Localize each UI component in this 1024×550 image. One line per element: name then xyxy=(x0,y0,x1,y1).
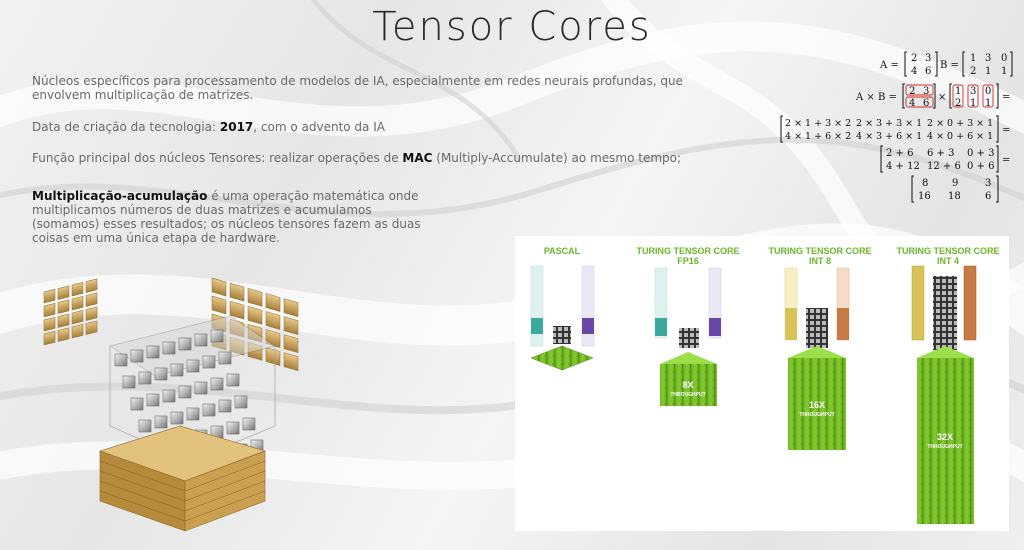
input-matrix-a-icon xyxy=(43,278,98,346)
result-cell: 8 xyxy=(922,178,928,189)
mac-definition-term: Multiplicação-acumulação xyxy=(32,189,208,203)
throughput-label: THROUGHPUT xyxy=(927,444,962,450)
result-cell: 3 xyxy=(985,178,991,189)
slide-title: Tensor Cores xyxy=(372,4,652,50)
matrix-multiplication-figure: A = 2 3 4 6 B = 1 3 0 2 1 1 A × B = 2 3 … xyxy=(780,51,1013,203)
matrix-a-label: A = xyxy=(879,60,899,71)
date-prefix: Data de criação da tecnologia: xyxy=(32,120,220,134)
product-label: A × B = xyxy=(855,92,897,103)
function-paragraph: Função principal dos núcleos Tensores: r… xyxy=(32,151,732,165)
fp16-column: 8X THROUGHPUT xyxy=(654,267,722,406)
step3-cell: 12 + 6 xyxy=(927,161,961,172)
throughput-value: 8X xyxy=(682,380,693,390)
a-cell: 2 xyxy=(909,86,915,97)
compute-cube-icon xyxy=(109,315,276,477)
equals-sign: = xyxy=(1002,92,1010,103)
step3-cell: 2 + 6 xyxy=(886,148,913,159)
column-title: TURING TENSOR CORE xyxy=(896,246,1000,256)
throughput-label: THROUGHPUT xyxy=(670,392,705,398)
result-cell: 18 xyxy=(948,191,961,202)
step2-cell: 4 × 1 + 6 × 2 xyxy=(785,131,851,142)
int4-column: 32X THROUGHPUT xyxy=(911,265,977,524)
result-cell: 16 xyxy=(918,191,931,202)
step2-cell: 2 × 3 + 3 × 1 xyxy=(856,118,922,129)
b-cell: 3 xyxy=(970,86,976,97)
step3-cell: 0 + 3 xyxy=(967,148,994,159)
mac-definition-text: é uma operação matemática onde multiplic… xyxy=(32,189,421,245)
a-cell: 3 xyxy=(923,86,929,97)
b-cell: 1 xyxy=(970,98,976,109)
throughput-value: 16X xyxy=(809,400,825,410)
date-suffix: , com o advento da IA xyxy=(253,120,385,134)
b-cell: 1 xyxy=(985,66,991,77)
column-label-pascal: PASCAL xyxy=(527,246,597,256)
step3-cell: 6 + 3 xyxy=(927,148,954,159)
times-sign: × xyxy=(938,92,946,103)
accumulator-stack-icon xyxy=(99,425,266,532)
a-cell: 4 xyxy=(909,98,915,109)
throughput-label: THROUGHPUT xyxy=(799,412,834,418)
b-cell: 1 xyxy=(955,86,961,97)
b-cell: 2 xyxy=(970,66,976,77)
tensor-core-illustration xyxy=(43,277,299,532)
step3-cell: 0 + 6 xyxy=(967,161,994,172)
column-title: PASCAL xyxy=(543,246,581,256)
column-subtitle: INT 8 xyxy=(808,256,831,266)
int8-column: 16X THROUGHPUT xyxy=(784,267,850,450)
a-cell: 4 xyxy=(911,66,917,77)
column-subtitle: FP16 xyxy=(677,256,699,266)
pascal-column xyxy=(530,265,595,371)
b-cell: 1 xyxy=(985,98,991,109)
matrix-b-label: B = xyxy=(940,60,959,71)
a-cell: 6 xyxy=(925,66,931,77)
result-cell: 6 xyxy=(985,191,991,202)
function-suffix: (Multiply-Accumulate) ao mesmo tempo; xyxy=(432,151,682,165)
b-cell: 0 xyxy=(985,86,991,97)
creation-date-paragraph: Data de criação da tecnologia: 2017, com… xyxy=(32,120,632,134)
b-cell: 3 xyxy=(985,53,991,64)
mac-term: MAC xyxy=(402,151,433,165)
column-title: TURING TENSOR CORE xyxy=(636,246,740,256)
throughput-value: 32X xyxy=(937,432,953,442)
equals-sign: = xyxy=(1002,155,1010,166)
a-cell: 6 xyxy=(923,98,929,109)
step2-cell: 4 × 0 + 6 × 1 xyxy=(927,131,993,142)
definition-paragraph: Núcleos específicos para processamento d… xyxy=(32,74,683,102)
b-cell: 1 xyxy=(970,53,976,64)
step2-cell: 2 × 0 + 3 × 1 xyxy=(927,118,993,129)
function-prefix: Função principal dos núcleos Tensores: r… xyxy=(32,151,403,165)
mac-explanation-paragraph: Multiplicação-acumulação é uma operação … xyxy=(32,189,422,245)
b-cell: 2 xyxy=(955,98,961,109)
step2-cell: 2 × 1 + 3 × 2 xyxy=(785,118,851,129)
step2-cell: 4 × 3 + 6 × 1 xyxy=(856,131,922,142)
column-subtitle: INT 4 xyxy=(936,256,959,266)
step3-cell: 4 + 12 xyxy=(886,161,920,172)
b-cell: 0 xyxy=(1001,53,1007,64)
result-cell: 9 xyxy=(952,178,958,189)
a-cell: 2 xyxy=(911,53,917,64)
a-cell: 3 xyxy=(925,53,931,64)
throughput-columns-graphic: 8X THROUGHPUT 16X THROUGHPUT 32X THROUGH… xyxy=(530,265,977,524)
equals-sign: = xyxy=(1002,125,1010,136)
creation-year: 2017 xyxy=(219,120,254,134)
column-title: TURING TENSOR CORE xyxy=(768,246,872,256)
b-cell: 1 xyxy=(1001,66,1007,77)
